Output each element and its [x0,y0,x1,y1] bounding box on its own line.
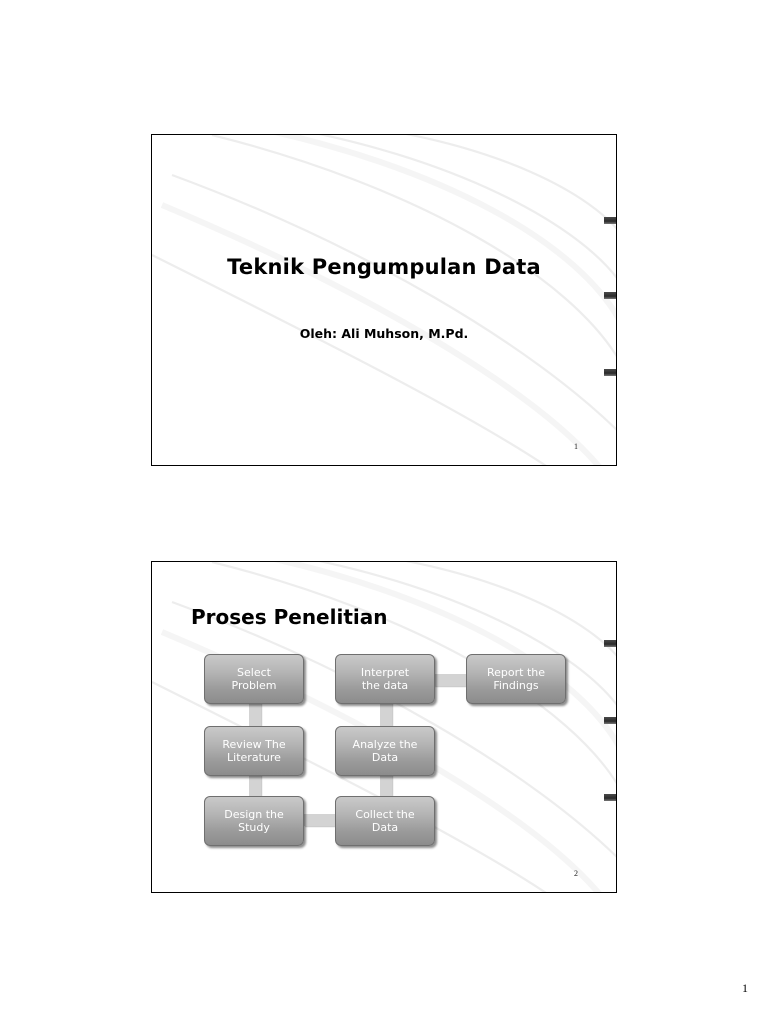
diagram-node-select-problem[interactable]: Select Problem [204,654,304,704]
diagram-node-collect-data[interactable]: Collect the Data [335,796,435,846]
sheet-page-number: 1 [742,981,748,995]
diagram-node-label: Collect the Data [355,808,415,834]
diagram-node-interpret-data[interactable]: Interpret the data [335,654,435,704]
slide-1-page-number: 1 [574,442,578,451]
edge-marker [604,217,616,224]
connector-interpret-to-report [434,674,468,686]
diagram-node-review-literature[interactable]: Review The Literature [204,726,304,776]
slide-2-title: Proses Penelitian [191,605,388,629]
diagram-node-label: Analyze the Data [352,738,418,764]
diagram-node-label: Interpret the data [360,666,410,692]
edge-marker [604,369,616,376]
diagram-node-label: Review The Literature [222,738,286,764]
edge-marker [604,640,616,647]
slide-2-page-number: 2 [574,869,578,878]
connector-collect-to-analyze [380,772,392,798]
research-process-diagram: Select Problem Review The Literature Des… [204,654,584,854]
diagram-node-label: Select Problem [231,666,277,692]
slide-1-subtitle: Oleh: Ali Muhson, M.Pd. [299,326,469,341]
connector-review-to-design [249,772,261,798]
diagram-node-report-findings[interactable]: Report the Findings [466,654,566,704]
diagram-node-analyze-data[interactable]: Analyze the Data [335,726,435,776]
slide-1: Teknik Pengumpulan Data Oleh: Ali Muhson… [151,134,617,466]
connector-analyze-to-interpret [380,702,392,728]
edge-marker [604,292,616,299]
connector-select-to-review [249,702,261,728]
slide-2: Proses Penelitian Select Problem Review … [151,561,617,893]
decorative-swoosh-slide-1 [152,135,616,465]
diagram-node-design-study[interactable]: Design the Study [204,796,304,846]
diagram-node-label: Design the Study [224,808,284,834]
diagram-node-label: Report the Findings [486,666,545,692]
edge-marker [604,794,616,801]
slide-1-title: Teknik Pengumpulan Data [227,255,541,279]
edge-marker [604,717,616,724]
connector-design-to-collect [304,814,338,826]
